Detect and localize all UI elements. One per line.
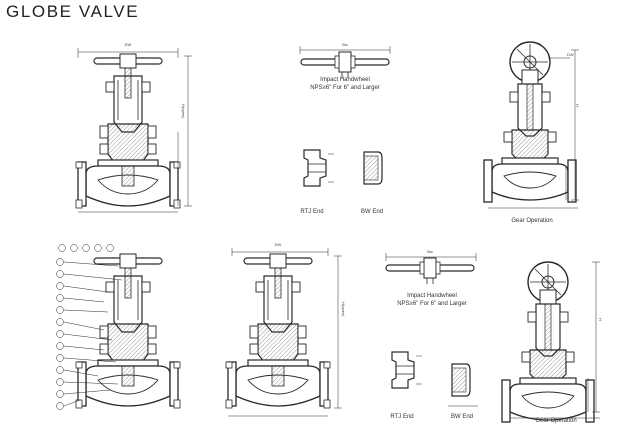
dim-dw-bottom: DW: [274, 242, 282, 247]
caption-gear-operation-top: Gear Operation: [511, 218, 553, 224]
part-callouts: [56, 244, 123, 410]
impact-handwheel-bottom: [385, 257, 475, 285]
dim-lines-top-left: [77, 48, 192, 213]
caption-bw-end-top: BW End: [360, 209, 384, 215]
caption-impact-handwheel-top: Impact Handwheel: [320, 77, 370, 83]
gear-valve-bottom: [501, 261, 595, 423]
dim-dw-gear-top: DW: [567, 52, 574, 57]
caption-rtj-end-bottom: RTJ End: [390, 414, 414, 420]
dim-h-gear-top: H: [575, 104, 580, 107]
dim-h-open-bottom: H(open): [341, 302, 346, 317]
caption-rtj-end-top: RTJ End: [300, 209, 324, 215]
dim-h-gear-bottom: H: [598, 318, 603, 321]
caption-nps-bottom: NPS≥6" For 6" and Larger: [397, 301, 467, 307]
impact-handwheel-top: [300, 51, 390, 79]
valve-view-bottom-center: [225, 253, 331, 409]
bw-end-bottom: [451, 363, 471, 397]
dim-h-open-top: H(open): [181, 104, 186, 119]
rtj-end-bottom: [391, 351, 423, 389]
dim-lines-bottom-right: [510, 261, 600, 419]
caption-nps-top: NPS≥6" For 6" and Larger: [310, 85, 380, 91]
caption-impact-handwheel-bottom: Impact Handwheel: [407, 293, 457, 299]
dim-dw-top: DW: [124, 42, 132, 47]
rtj-end-top: [303, 149, 335, 187]
dim-bw-top: Bw: [342, 42, 348, 47]
bw-end-top: [363, 151, 383, 185]
caption-bw-end-bottom: BW End: [450, 414, 474, 420]
caption-gear-operation-bottom: Gear Operation: [535, 418, 577, 424]
dim-lines-top-right: [488, 49, 579, 209]
dim-bw-bottom: Bw: [427, 249, 433, 254]
dim-lines-bottom-center: [228, 248, 342, 417]
valve-view-top-left: [75, 53, 181, 209]
page-title: GLOBE VALVE: [6, 2, 140, 21]
gear-valve-top: [483, 41, 577, 203]
